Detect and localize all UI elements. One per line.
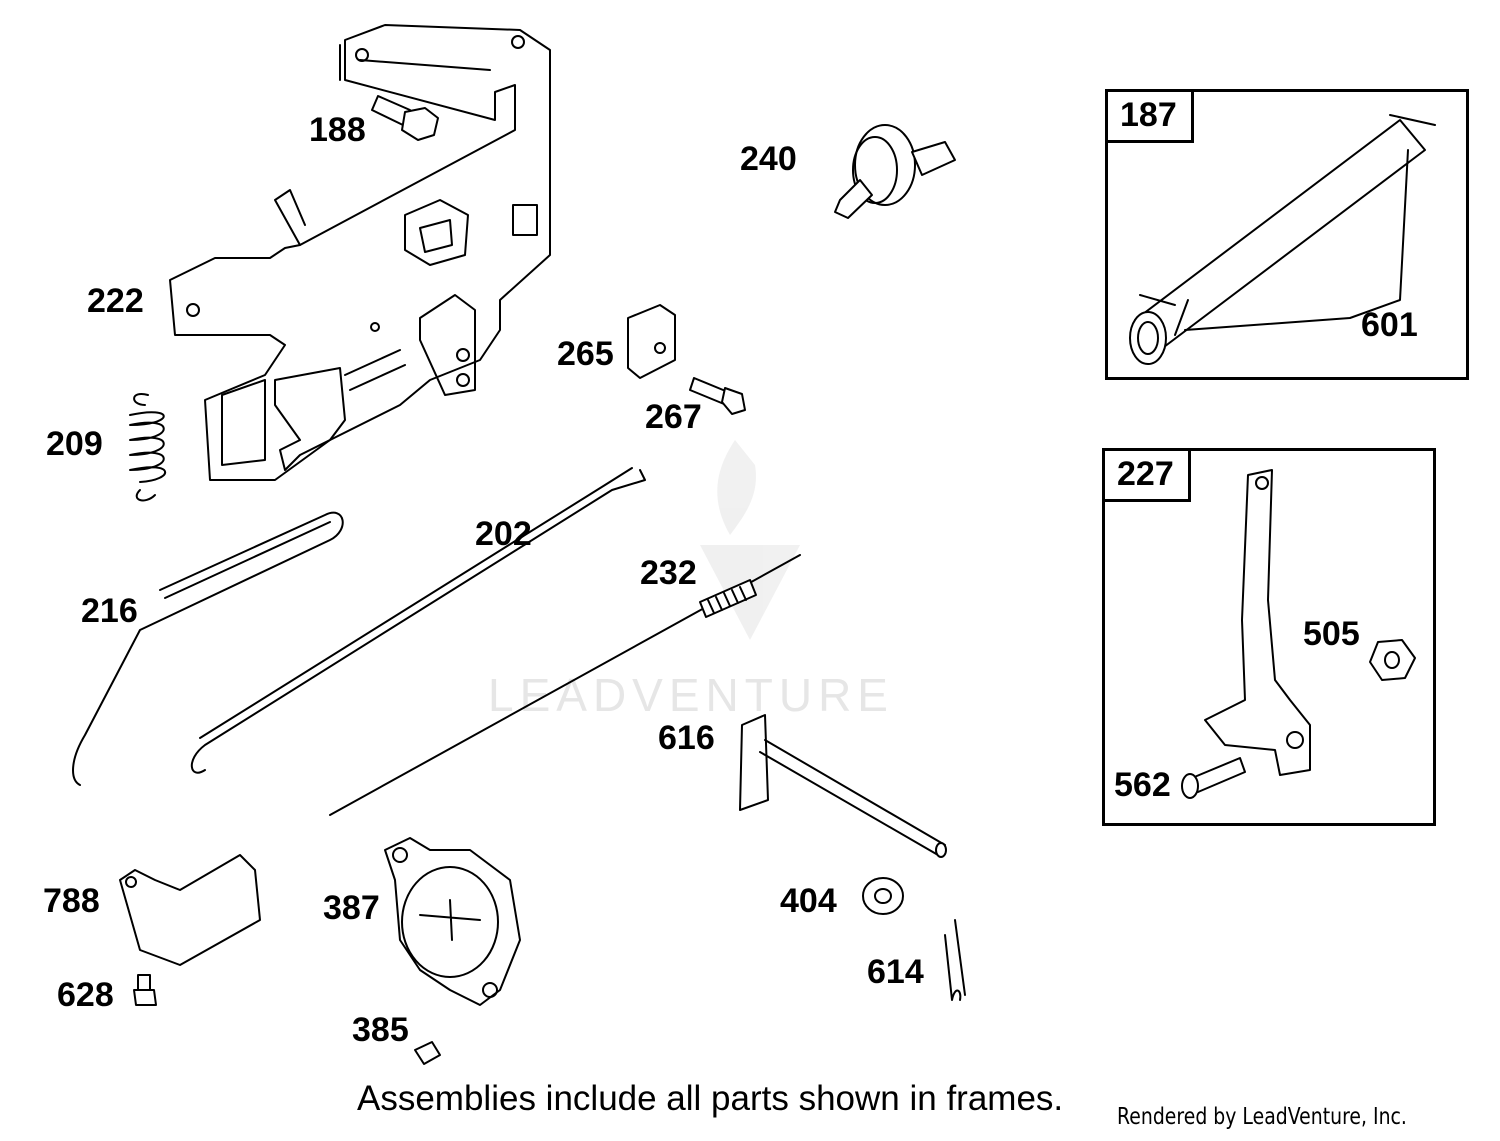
screw-628-part xyxy=(133,974,157,1006)
throttle-shaft-part xyxy=(739,714,947,858)
assembly-note: Assemblies include all parts shown in fr… xyxy=(357,1079,1064,1118)
assembly-frame-187: 187 xyxy=(1105,89,1469,380)
fuel-filter-part xyxy=(834,124,956,219)
part-label-216: 216 xyxy=(81,592,138,630)
screw-562-part xyxy=(1181,757,1246,799)
cable-clamp-part xyxy=(627,304,676,379)
control-bracket-part xyxy=(169,24,551,481)
part-label-404: 404 xyxy=(780,882,837,920)
part-label-562: 562 xyxy=(1114,766,1171,804)
hairpin-clip-614-part xyxy=(944,919,966,1001)
render-credit: Rendered by LeadVenture, Inc. xyxy=(1117,1104,1407,1130)
part-label-788: 788 xyxy=(43,882,100,920)
screw-188-part xyxy=(371,95,439,141)
fuel-hose-part xyxy=(1129,114,1436,365)
part-label-614: 614 xyxy=(867,953,924,991)
part-label-232: 232 xyxy=(640,554,697,592)
part-label-267: 267 xyxy=(645,398,702,436)
bracket-788-part xyxy=(119,854,261,966)
part-label-188: 188 xyxy=(309,111,366,149)
washer-404-part xyxy=(862,877,904,915)
watermark-text: LEADVENTURE xyxy=(488,669,894,721)
part-label-202: 202 xyxy=(475,515,532,553)
governor-cable-part xyxy=(329,554,801,816)
part-label-601: 601 xyxy=(1361,306,1418,344)
part-label-222: 222 xyxy=(87,282,144,320)
rod-202-part xyxy=(190,467,646,774)
part-label-265: 265 xyxy=(557,335,614,373)
frame-tag-227: 227 xyxy=(1105,451,1191,502)
part-label-209: 209 xyxy=(46,425,103,463)
screw-385-part xyxy=(414,1041,441,1065)
rod-216-part xyxy=(72,511,344,786)
assembly-frame-227: 227 xyxy=(1102,448,1436,826)
part-label-387: 387 xyxy=(323,889,380,927)
fuel-pump-part xyxy=(384,837,521,1006)
nut-505-part xyxy=(1369,639,1416,681)
throttle-lever-part xyxy=(1204,469,1311,776)
part-label-385: 385 xyxy=(352,1011,409,1049)
frame-tag-187: 187 xyxy=(1108,92,1194,143)
part-label-628: 628 xyxy=(57,976,114,1014)
part-label-505: 505 xyxy=(1303,615,1360,653)
part-label-240: 240 xyxy=(740,140,797,178)
spring-209-part xyxy=(129,392,167,502)
part-label-616: 616 xyxy=(658,719,715,757)
screw-267-part xyxy=(689,377,746,415)
